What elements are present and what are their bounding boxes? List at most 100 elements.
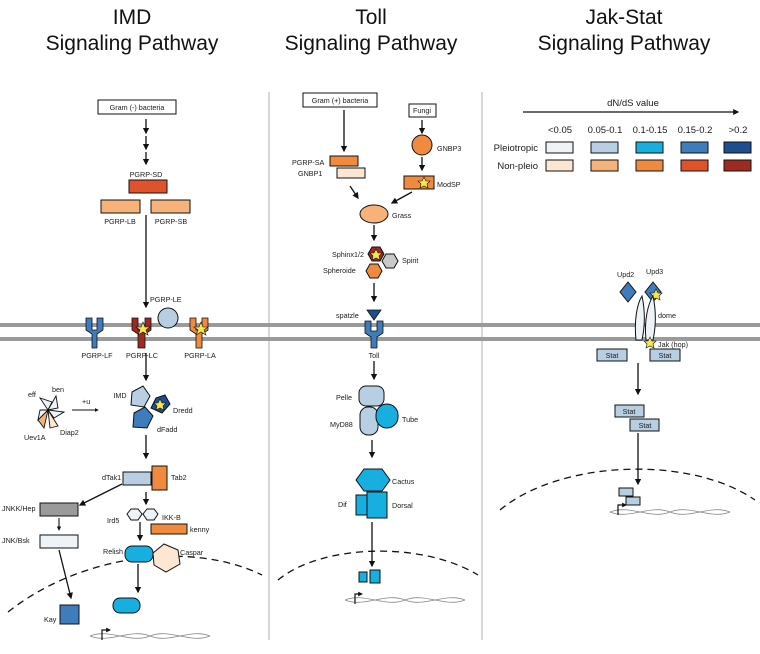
dorsal-nuclear-node <box>369 569 381 584</box>
pgrp-la-label: PGRP-LA <box>184 351 216 360</box>
stat-node-right <box>649 348 681 362</box>
legend-bin-label: >0.2 <box>729 125 748 136</box>
legend-row-label-pleiotropic: Pleiotropic <box>494 143 539 154</box>
ird5-label: Ird5 <box>107 516 119 525</box>
dorsal-label: Dorsal <box>392 501 413 510</box>
legend-swatch <box>680 159 709 172</box>
jnk-label: JNK/Bsk <box>2 536 30 545</box>
jak-transcription-start-icon <box>617 502 627 515</box>
tab2-node <box>151 465 168 491</box>
pgrp-sa-label: PGRP-SA <box>292 158 325 167</box>
dif-label: Dif <box>338 500 347 509</box>
imd-dna <box>89 633 211 639</box>
relish-nuclear-node <box>112 597 141 614</box>
dredd-label: Dredd <box>173 406 193 415</box>
grass-label: Grass <box>392 211 412 220</box>
dome-receptor-right <box>645 294 656 341</box>
toll-label: Toll <box>369 351 380 360</box>
legend-bin-label: <0.05 <box>548 125 572 136</box>
stat-label: Stat <box>659 351 672 360</box>
jak-title-line2: Signaling Pathway <box>538 32 711 55</box>
toll-title-line2: Signaling Pathway <box>285 32 458 55</box>
legend-swatch <box>680 141 709 154</box>
arrow <box>390 191 413 204</box>
legend-bin-label: 0.1-0.15 <box>633 125 668 136</box>
pgrp-sb-label: PGRP-SB <box>155 217 188 226</box>
pgrp-lb-label: PGRP-LB <box>104 217 136 226</box>
spheroide-node <box>365 263 383 279</box>
eff-label: eff <box>28 390 36 399</box>
arrow <box>78 483 123 506</box>
pelle-label: Pelle <box>336 393 352 402</box>
gram-negative-bacteria-box <box>97 99 177 115</box>
jak-nuclear-envelope <box>499 468 756 511</box>
imd-node <box>130 385 151 408</box>
jak-star-icon <box>643 336 657 349</box>
legend-swatch <box>723 159 752 172</box>
gnbp1-node <box>336 167 366 179</box>
pgrp-lb-node <box>100 199 141 214</box>
upd3-label: Upd3 <box>646 267 663 276</box>
ird5-node <box>126 508 143 521</box>
dtak1-node <box>122 471 152 486</box>
myd88-label: MyD88 <box>330 420 353 429</box>
ikk-b-label: IKK-B <box>162 513 181 522</box>
stat-nuclear-node-bottom <box>625 496 641 506</box>
legend-bin-label: 0.15-0.2 <box>678 125 713 136</box>
pgrp-lc-label: PGRP-LC <box>126 351 158 360</box>
jak-dna <box>609 509 731 515</box>
pgrp-sa-node <box>329 155 359 167</box>
imd-transcription-start-icon <box>101 627 111 640</box>
stat-label: Stat <box>623 407 636 416</box>
relish-node <box>124 545 154 563</box>
legend-axis-label: dN/dS value <box>607 98 659 109</box>
upd2-label: Upd2 <box>617 270 634 279</box>
dnds-legend: dN/dS value <0.05 0.05-0.1 0.1-0.15 0.15… <box>494 98 752 172</box>
pgrp-sd-label: PGRP-SD <box>130 170 163 179</box>
dif-nuclear-node <box>358 571 368 583</box>
dfadd-label: dFadd <box>157 425 177 434</box>
stat-node-left <box>596 348 628 362</box>
ub-label: +u <box>82 397 90 406</box>
star-icon <box>153 398 167 411</box>
myd88-node <box>359 406 379 436</box>
legend-swatch <box>590 159 619 172</box>
grass-node <box>359 204 389 224</box>
tube-node <box>375 403 399 429</box>
jnk-bsk-node <box>39 534 79 549</box>
fungi-label: Fungi <box>413 106 431 115</box>
caspar-node <box>152 543 181 573</box>
gnbp1-label: GNBP1 <box>298 169 322 178</box>
legend-swatch <box>590 141 619 154</box>
kay-node <box>59 604 80 625</box>
stat-label: Stat <box>606 351 619 360</box>
cactus-node <box>355 468 391 492</box>
pgrp-sd-node <box>128 179 168 194</box>
cactus-label: Cactus <box>392 477 415 486</box>
pgrp-le-label: PGRP-LE <box>150 295 182 304</box>
jnkk-label: JNKK/Hep <box>2 504 36 513</box>
pgrp-lf-receptor <box>85 317 104 349</box>
kenny-label: kenny <box>190 525 210 534</box>
legend-swatch <box>635 159 664 172</box>
imd-title-line2: Signaling Pathway <box>46 32 219 55</box>
caspar-label: Caspar <box>180 548 204 557</box>
gram-positive-bacteria-label: Gram (+) bacteria <box>312 96 369 105</box>
legend-swatch <box>545 159 574 172</box>
jak-stat-pathway: Upd2 Upd3 dome Jak (hop) Stat Stat Stat … <box>596 267 688 506</box>
ikk-b-node <box>142 508 159 521</box>
legend-row-label-nonpleio: Non-pleio <box>497 161 538 172</box>
legend-swatch <box>545 141 574 154</box>
star-icon <box>135 321 151 336</box>
legend-swatch <box>723 141 752 154</box>
pgrp-le-node <box>157 307 179 329</box>
stat-nuclear-node-top <box>618 487 634 497</box>
arrow <box>58 549 73 600</box>
dorsal-node <box>366 491 388 519</box>
upd2-node <box>619 281 637 303</box>
star-icon <box>369 248 383 261</box>
ben-label: ben <box>52 385 64 394</box>
toll-transcription-start-icon <box>354 591 363 604</box>
jnkk-hep-node <box>39 502 79 517</box>
